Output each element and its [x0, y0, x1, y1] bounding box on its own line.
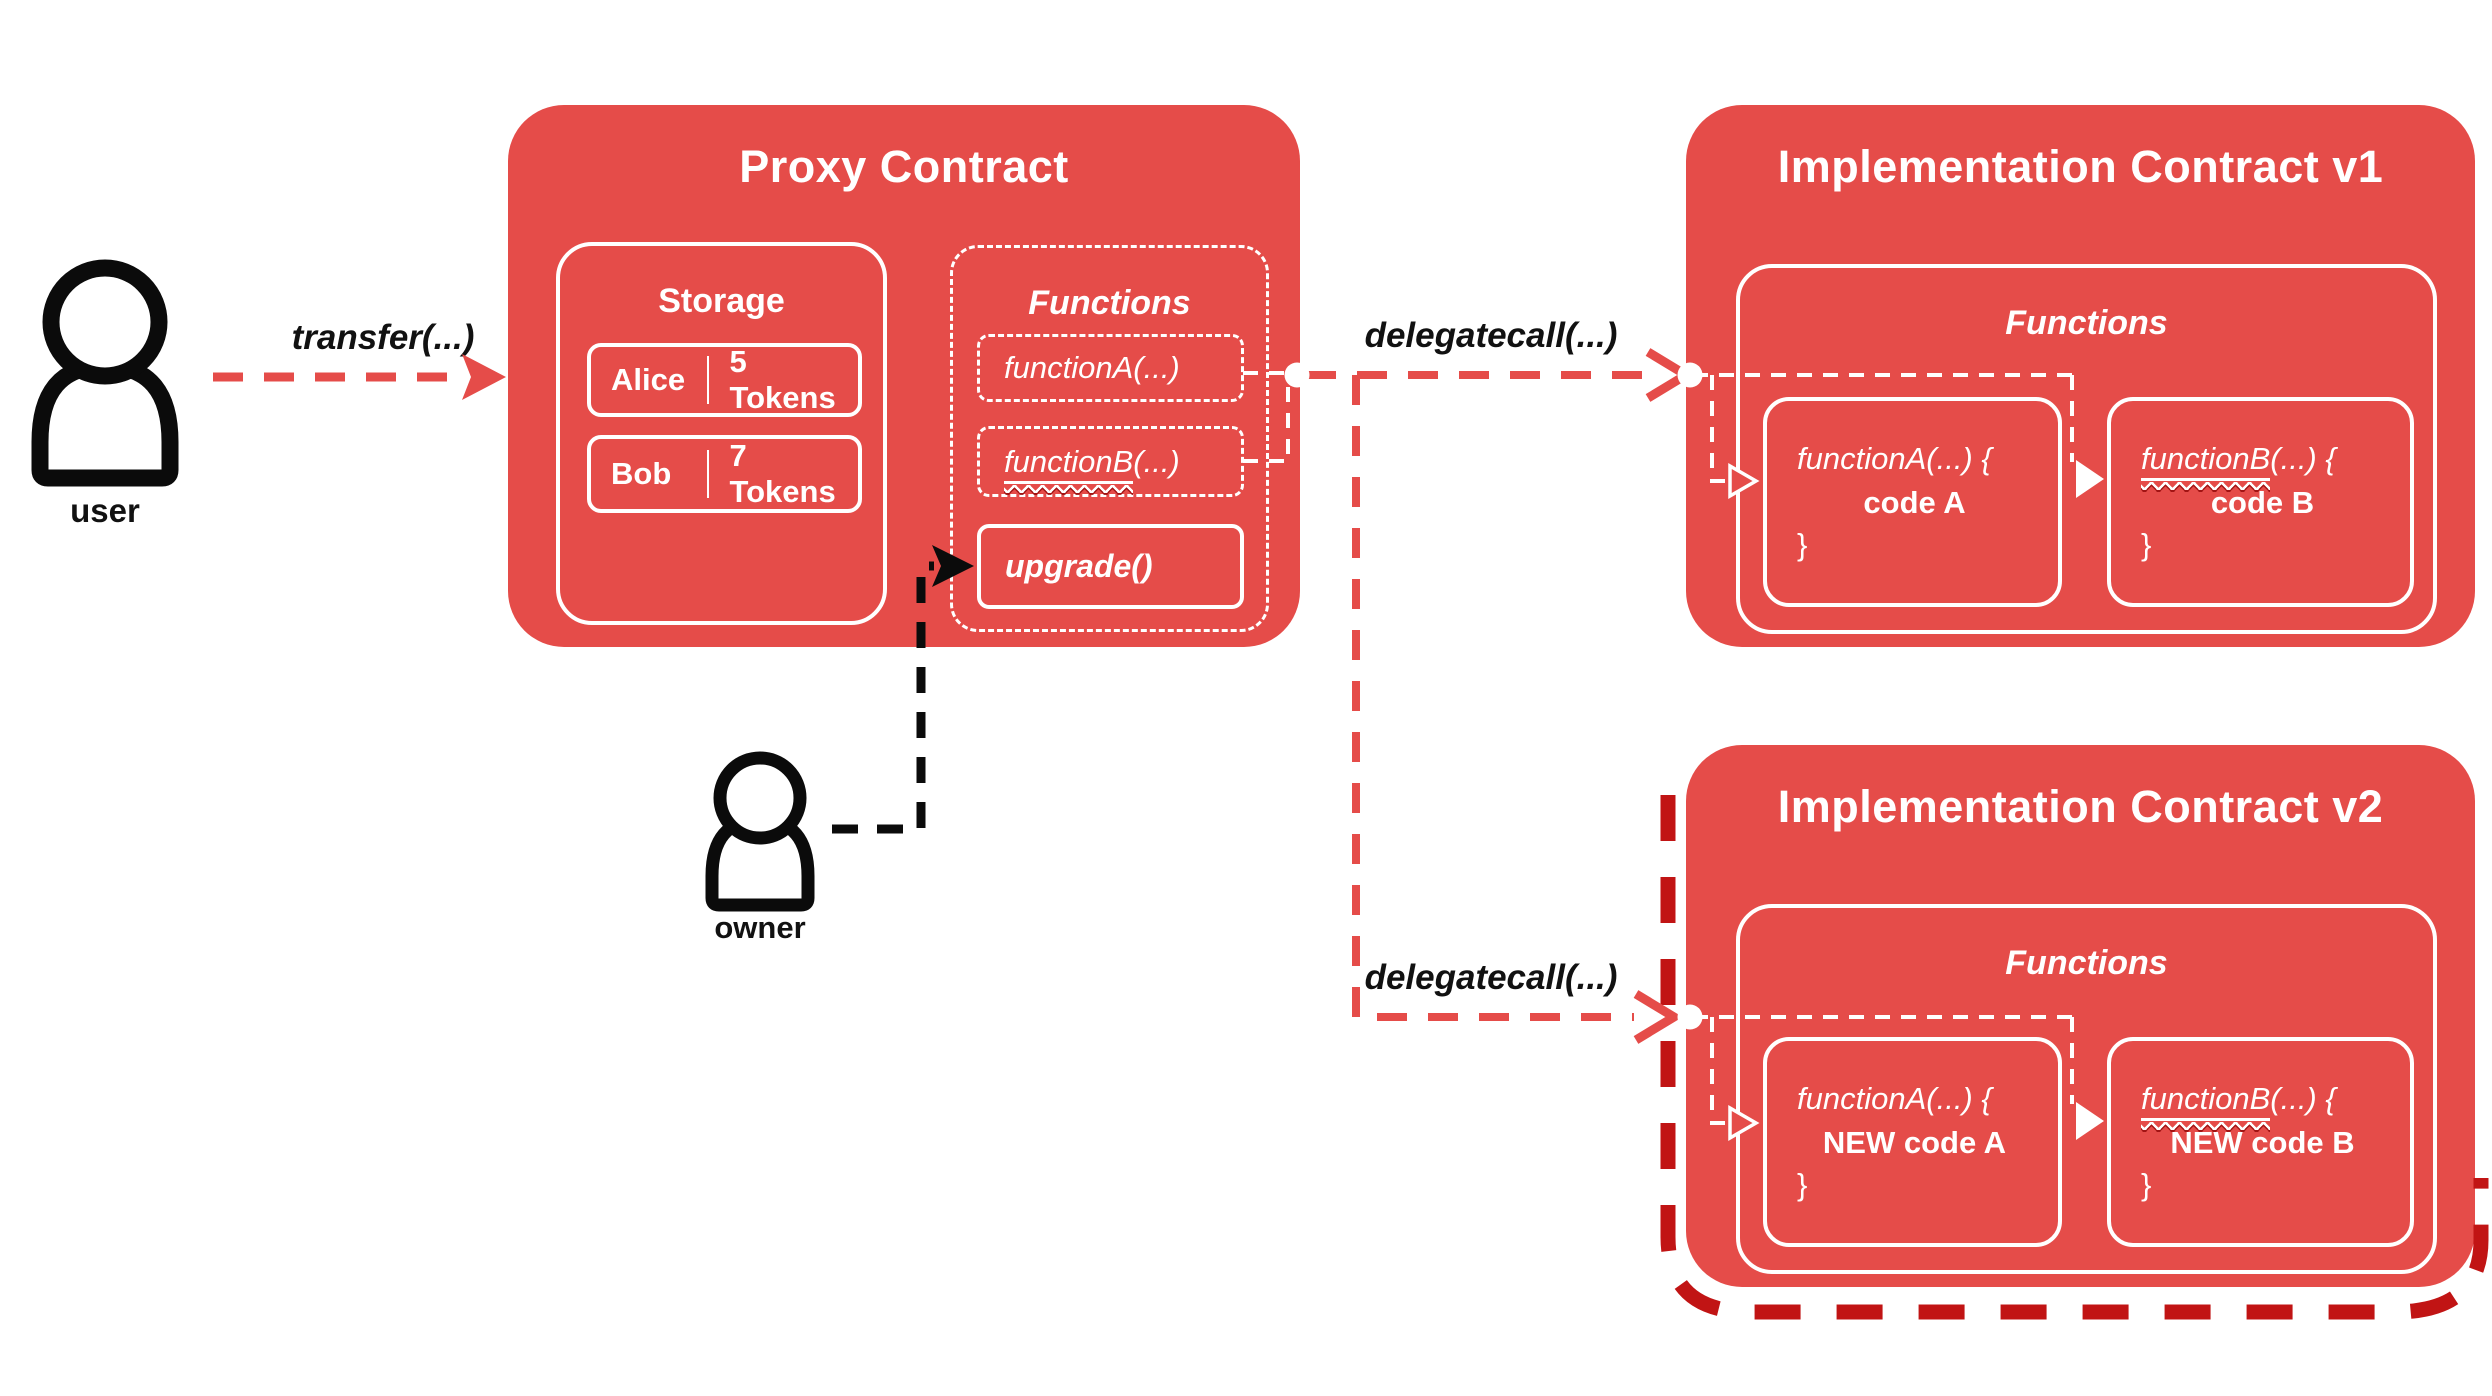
- v2-function-b-card: functionB(...) { NEW code B }: [2107, 1037, 2414, 1247]
- storage-title: Storage: [658, 282, 785, 320]
- storage-row-alice: Alice 5 Tokens: [587, 343, 862, 417]
- v1-functions-box: Functions functionA(...) { code A } func…: [1736, 264, 2437, 634]
- v2-functions-box: Functions functionA(...) { NEW code A } …: [1736, 904, 2437, 1274]
- proxy-functions-title: Functions: [1028, 284, 1191, 322]
- v1-functions-title: Functions: [2005, 304, 2168, 342]
- proxy-storage-box: Storage Alice 5 Tokens Bob 7 Tokens: [556, 242, 887, 625]
- v2-functions-title: Functions: [2005, 944, 2168, 982]
- delegatecall-v2-arrow: [1352, 375, 1683, 1044]
- function-signature: functionA(...) {: [1797, 441, 1992, 476]
- transfer-edge-label: transfer(...): [291, 318, 475, 357]
- storage-row-value: 5 Tokens: [729, 344, 836, 415]
- delegatecall-v2-edge-label: delegatecall(...): [1364, 958, 1618, 997]
- function-signature: functionB(...) {: [2141, 1081, 2410, 1121]
- divider: [707, 356, 710, 404]
- owner-label: owner: [714, 910, 806, 945]
- v2-function-a-card: functionA(...) { NEW code A }: [1763, 1037, 2062, 1247]
- function-close-brace: }: [1797, 527, 1808, 562]
- proxy-function-b: functionB(...): [977, 426, 1244, 497]
- delegatecall-v1-arrow: [1306, 348, 1695, 402]
- implementation-v2-title: Implementation Contract v2: [1777, 781, 2384, 832]
- function-body: NEW code A: [1822, 1125, 2007, 1160]
- function-body: NEW code B: [2170, 1125, 2355, 1160]
- proxy-functions-box: Functions functionA(...) functionB(...) …: [950, 245, 1269, 632]
- proxy-function-a: functionA(...): [977, 334, 1244, 402]
- storage-row-name: Bob: [611, 456, 672, 491]
- storage-row-name: Alice: [611, 362, 686, 397]
- implementation-v1-box: Implementation Contract v1 Functions fun…: [1686, 105, 2475, 647]
- upgrade-label: upgrade(): [1005, 548, 1153, 584]
- function-close-brace: }: [2141, 1167, 2152, 1202]
- proxy-upgrade-function: upgrade(): [977, 524, 1244, 609]
- function-a-label: functionA(...): [1004, 350, 1180, 385]
- delegatecall-v1-edge-label: delegatecall(...): [1364, 316, 1618, 355]
- function-body: code B: [2210, 485, 2315, 520]
- function-close-brace: }: [2141, 527, 2152, 562]
- function-signature: functionB(...) {: [2141, 441, 2410, 481]
- implementation-v1-title: Implementation Contract v1: [1777, 141, 2384, 192]
- proxy-contract-title: Proxy Contract: [739, 141, 1069, 192]
- function-b-label: functionB(...): [1004, 443, 1180, 484]
- function-signature: functionA(...) {: [1797, 1081, 1992, 1116]
- v1-function-b-card: functionB(...) { code B }: [2107, 397, 2414, 607]
- owner-icon: [705, 751, 815, 912]
- v1-function-a-card: functionA(...) { code A }: [1763, 397, 2062, 607]
- function-close-brace: }: [1797, 1167, 1808, 1202]
- divider: [707, 450, 710, 498]
- storage-row-bob: Bob 7 Tokens: [587, 435, 862, 513]
- user-label: user: [70, 492, 140, 529]
- user-icon: [31, 259, 179, 487]
- storage-row-value: 7 Tokens: [729, 438, 836, 509]
- function-body: code A: [1863, 485, 1966, 520]
- transfer-arrow: [213, 354, 506, 400]
- proxy-contract-box: Proxy Contract Storage Alice 5 Tokens Bo…: [508, 105, 1300, 647]
- implementation-v2-box: Implementation Contract v2 Functions fun…: [1686, 745, 2475, 1287]
